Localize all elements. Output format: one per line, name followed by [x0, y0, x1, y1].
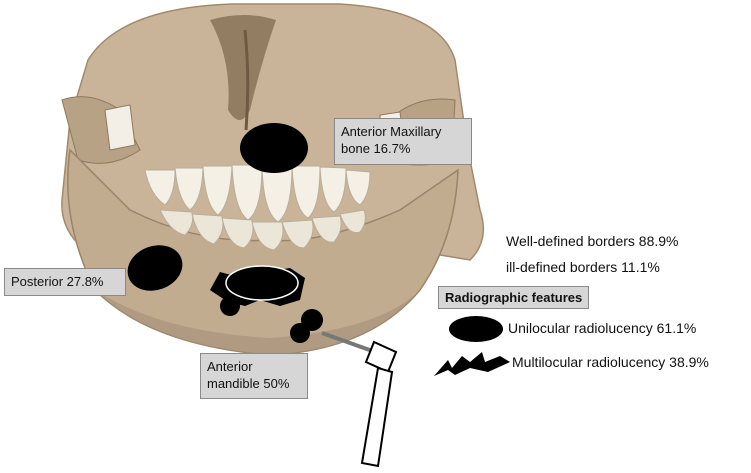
well-defined-borders-text: Well-defined borders 88.9% — [506, 233, 679, 249]
dental-handpiece-icon — [322, 333, 396, 466]
unilocular-legend-icon — [449, 316, 503, 342]
ill-defined-borders-text: ill-defined borders 11.1% — [506, 259, 660, 275]
unilocular-legend-text: Unilocular radiolucency 61.1% — [508, 320, 696, 336]
anterior-mandible-label: Anterior mandible 50% — [200, 353, 308, 399]
lesion-anterior-maxillary — [240, 123, 308, 173]
lesion-anterior-mandible-unilocular — [226, 266, 298, 300]
posterior-label: Posterior 27.8% — [4, 268, 126, 296]
radiographic-features-title: Radiographic features — [438, 286, 589, 309]
anterior-maxillary-label: Anterior Maxillary bone 16.7% — [334, 118, 472, 165]
multilocular-legend-icon — [434, 352, 510, 376]
multilocular-legend-text: Multilocular radiolucency 38.9% — [512, 354, 709, 370]
